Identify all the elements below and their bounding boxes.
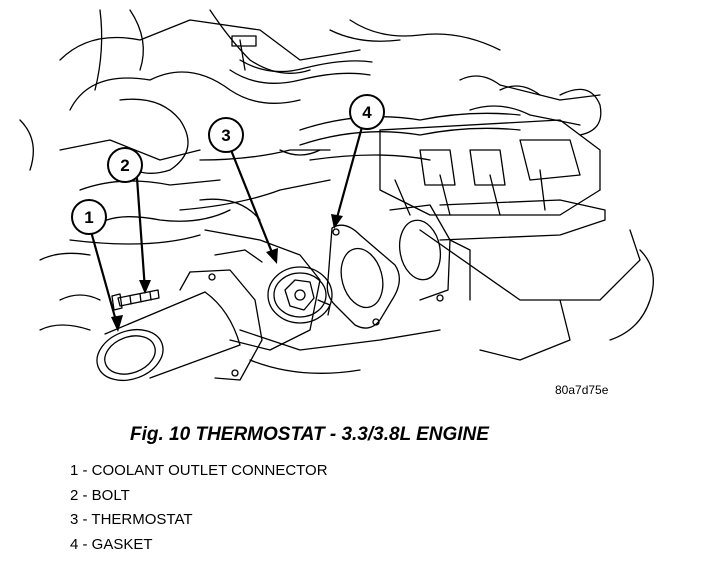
valve-cover bbox=[379, 75, 654, 361]
figure-id-code: 80a7d75e bbox=[555, 383, 609, 397]
legend-item: 2 - BOLT bbox=[70, 486, 130, 504]
callout-1-number: 1 bbox=[84, 208, 93, 227]
wiring-harness bbox=[69, 19, 521, 245]
callout-3-number: 3 bbox=[221, 126, 230, 145]
callout-3: 3 bbox=[208, 117, 244, 153]
figure-title: Fig. 10 THERMOSTAT - 3.3/3.8L ENGINE bbox=[130, 424, 489, 445]
legend-list: 1 - COOLANT OUTLET CONNECTOR 2 - BOLT 3 … bbox=[70, 459, 328, 557]
bolt bbox=[111, 289, 160, 311]
thermostat-housing bbox=[204, 229, 321, 351]
legend-item: 1 - COOLANT OUTLET CONNECTOR bbox=[70, 462, 328, 479]
gasket bbox=[326, 224, 400, 329]
legend-item: 3 - THERMOSTAT bbox=[70, 511, 193, 528]
callout-1: 1 bbox=[71, 199, 107, 235]
callout-4: 4 bbox=[349, 94, 385, 130]
callout-2: 2 bbox=[107, 147, 143, 183]
coolant-outlet-connector bbox=[96, 269, 263, 382]
engine-block-outline bbox=[19, 9, 441, 374]
engine-illustration: 1 2 3 4 bbox=[19, 9, 654, 382]
callout-4-number: 4 bbox=[362, 103, 372, 122]
callout-2-number: 2 bbox=[120, 156, 129, 175]
legend-item: 4 - GASKET bbox=[70, 535, 153, 553]
thermostat bbox=[267, 266, 333, 324]
mounting-flange bbox=[389, 204, 471, 302]
leader-arrowheads bbox=[111, 214, 343, 332]
callout-leaders bbox=[90, 125, 364, 330]
